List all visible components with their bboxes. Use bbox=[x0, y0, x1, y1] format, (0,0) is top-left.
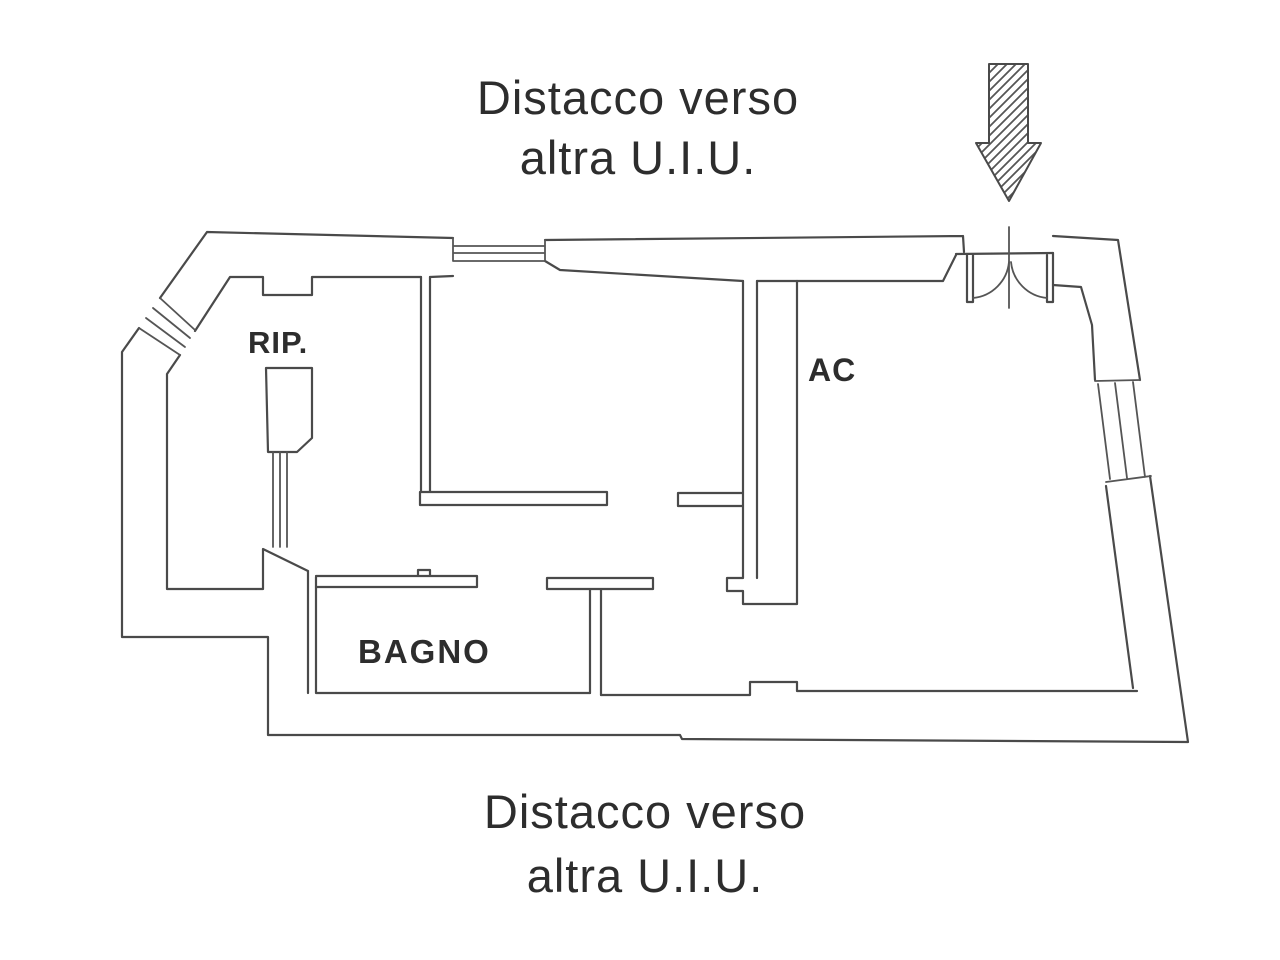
exterior-wall-outer bbox=[120, 230, 1190, 744]
window-top-wall bbox=[452, 237, 546, 262]
room-label-ac: AC bbox=[808, 352, 856, 388]
window-rip-column bbox=[272, 451, 288, 548]
window-left-diagonal bbox=[138, 297, 196, 356]
rip-closet bbox=[264, 366, 314, 454]
exterior-wall-inner bbox=[165, 251, 1139, 697]
bottom-note-line1: Distacco verso bbox=[484, 785, 806, 838]
top-note-line1: Distacco verso bbox=[477, 71, 799, 124]
entrance-arrow-icon bbox=[975, 63, 1042, 202]
bottom-note-line2: altra U.I.U. bbox=[527, 849, 764, 902]
top-note: Distacco verso altra U.I.U. bbox=[477, 71, 799, 184]
entrance-door bbox=[965, 226, 1055, 309]
room-label-bagno: BAGNO bbox=[358, 633, 491, 670]
door-jambs bbox=[965, 251, 1055, 304]
top-note-line2: altra U.I.U. bbox=[520, 131, 757, 184]
door-swing-arcs bbox=[972, 261, 1048, 299]
bottom-note: Distacco verso altra U.I.U. bbox=[484, 785, 806, 902]
room-label-rip: RIP. bbox=[248, 325, 308, 360]
partition-walls bbox=[314, 275, 799, 697]
window-right-diagonal bbox=[1094, 379, 1152, 483]
